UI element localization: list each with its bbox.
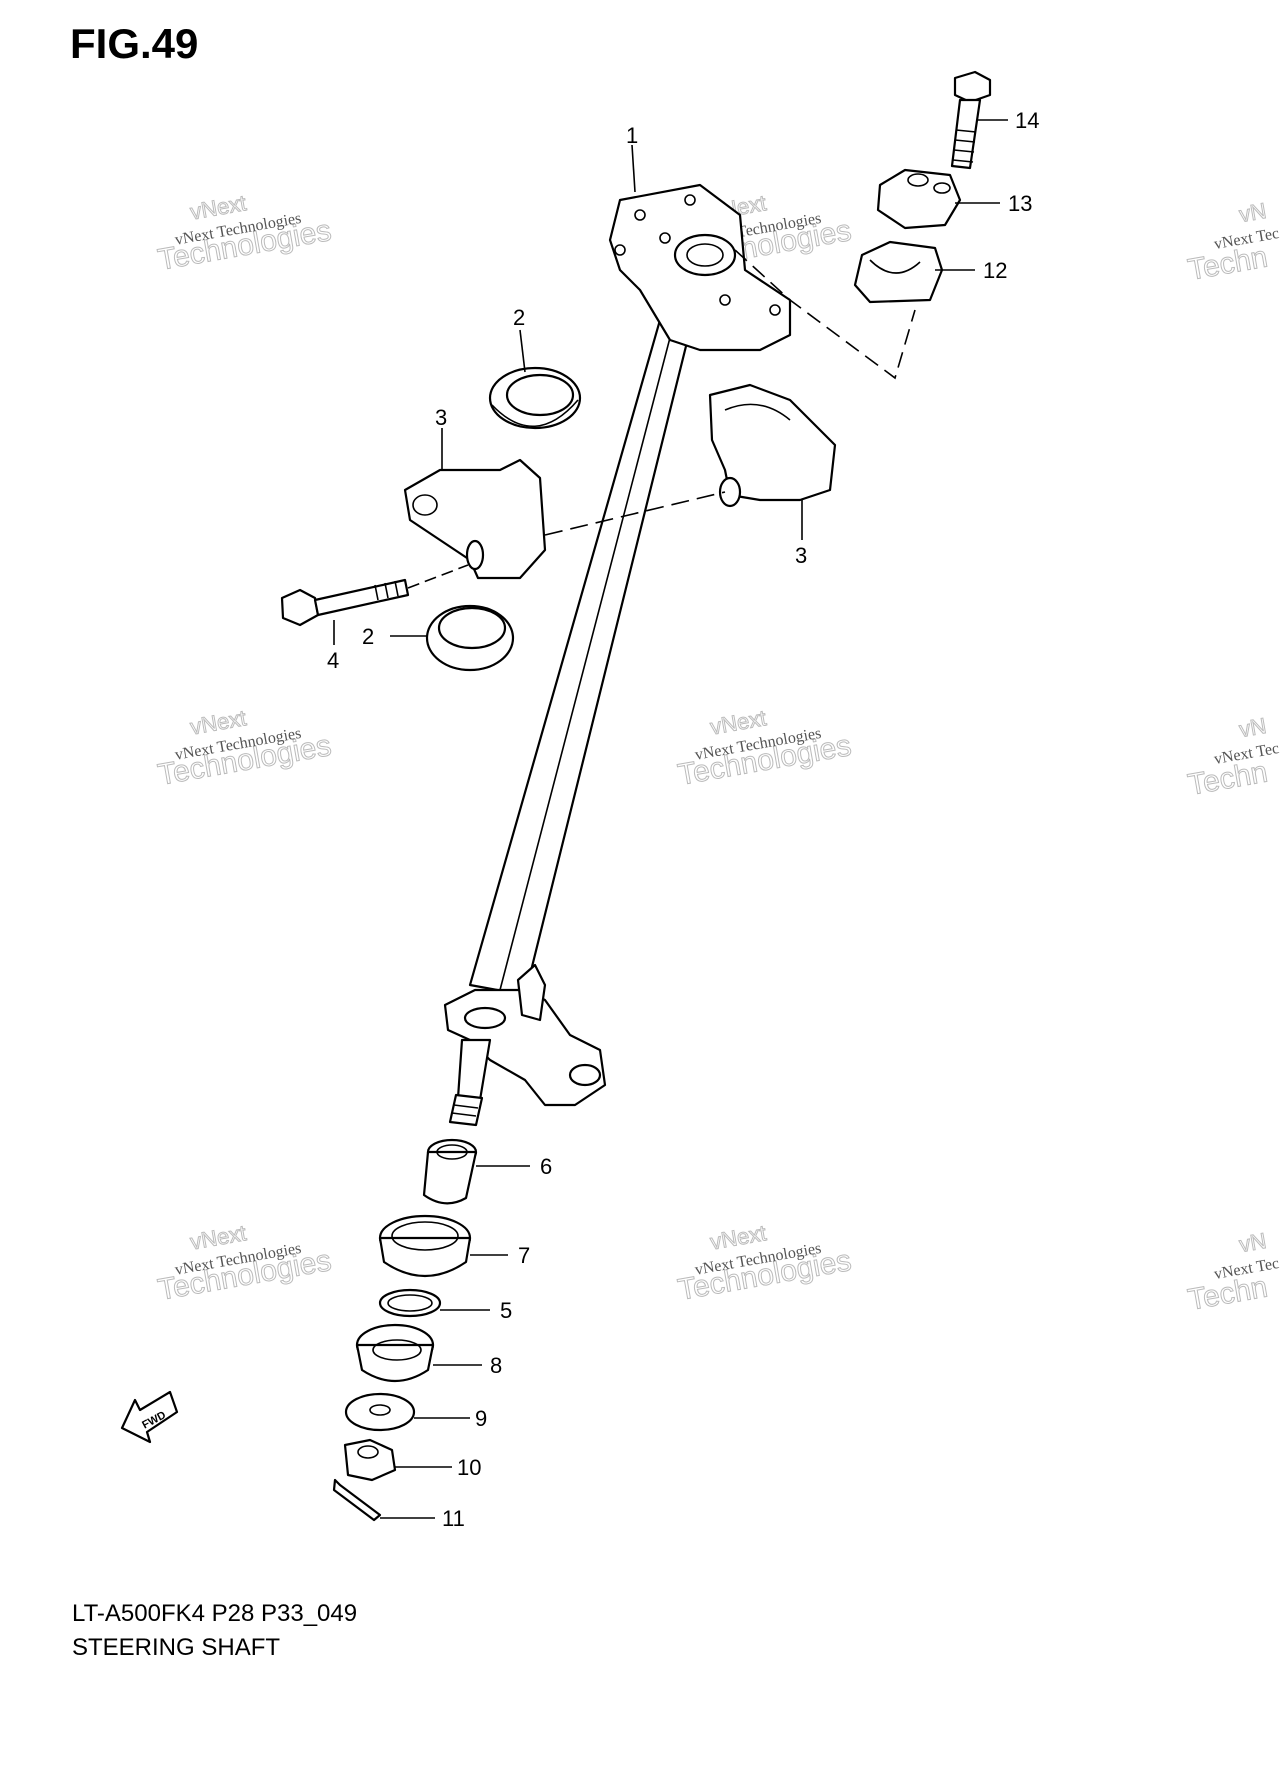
- model-code: LT-A500FK4 P28 P33_049: [72, 1600, 358, 1627]
- callout-6: 6: [540, 1154, 552, 1179]
- part-1-upper-bracket: [608, 183, 792, 352]
- callout-3-left: 3: [435, 405, 447, 430]
- callout-5: 5: [500, 1298, 512, 1323]
- watermark-vnext-text: vNext: [188, 1220, 248, 1254]
- lower-shaft-bracket: [443, 963, 607, 1127]
- callout-3-right: 3: [795, 543, 807, 568]
- callout-12: 12: [983, 258, 1007, 283]
- part-8-seal: [355, 1323, 435, 1382]
- callout-4: 4: [327, 648, 339, 673]
- callout-8: 8: [490, 1353, 502, 1378]
- watermark-vnext-text: vNext: [188, 705, 248, 739]
- callout-11: 11: [442, 1506, 465, 1531]
- part-10-nut: [343, 1438, 397, 1482]
- part-3-shaft-holder-right: [708, 383, 837, 508]
- part-2-bush-lower: [425, 604, 515, 672]
- part-4-bolt: [280, 564, 469, 627]
- part-7-bearing: [378, 1214, 472, 1278]
- fwd-arrow-icon: FWD: [120, 1390, 179, 1444]
- part-11-cotter-pin: [332, 1478, 382, 1522]
- part-14-bolt: [950, 70, 992, 170]
- watermark-vnext-text: vNext: [708, 705, 768, 739]
- part-13-handlebar-holder-upper: [876, 168, 962, 230]
- callout-1: 1: [626, 123, 638, 148]
- watermark-vnext-text: vNext: [188, 190, 248, 224]
- watermark-vnext-text: vN: [1237, 713, 1268, 742]
- part-2-bush-upper: [488, 366, 582, 430]
- part-12-handlebar-holder-lower: [853, 240, 944, 304]
- callout-2-upper: 2: [513, 305, 525, 330]
- watermark-vnext-text: vN: [1237, 1228, 1268, 1257]
- callout-10: 10: [457, 1455, 481, 1480]
- part-6-bushing: [422, 1138, 478, 1205]
- part-3-shaft-holder-left: [403, 458, 547, 580]
- callout-14: 14: [1015, 108, 1039, 133]
- callout-7: 7: [518, 1243, 530, 1268]
- part-5-o-ring: [378, 1288, 442, 1318]
- part-9-washer: [344, 1392, 416, 1432]
- callout-9: 9: [475, 1406, 487, 1431]
- figure-name: STEERING SHAFT: [72, 1634, 281, 1656]
- callouts: 1 2 2 3 3 4 5 6 7 8 9 10 11 12 13 14: [327, 108, 1039, 1531]
- watermark-vnext-text: vNext: [708, 1220, 768, 1254]
- figure-title: FIG.49: [70, 20, 199, 67]
- watermark-vnext-text: vN: [1237, 198, 1268, 227]
- callout-2-lower: 2: [362, 624, 374, 649]
- callout-13: 13: [1008, 191, 1032, 216]
